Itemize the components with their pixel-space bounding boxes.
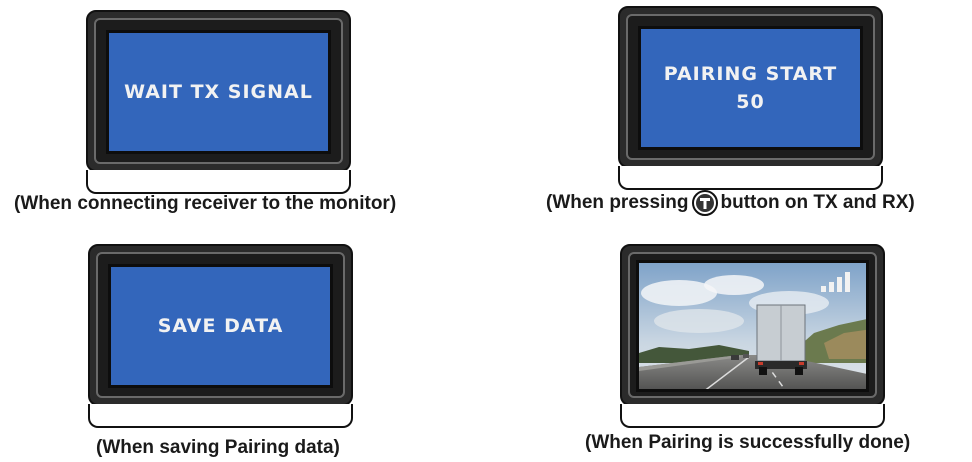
screen-text-line-1: PAIRING START bbox=[663, 63, 838, 85]
signal-strength-icon bbox=[821, 272, 850, 292]
highway-truck-camera-view bbox=[636, 260, 869, 392]
screen-text: WAIT TX SIGNAL bbox=[124, 81, 313, 103]
caption-pairing-start: (When pressing button on TX and RX) bbox=[546, 190, 915, 216]
highway-scene-image bbox=[639, 263, 866, 389]
monitor-chin bbox=[620, 404, 885, 428]
screen-text-line-2: 50 bbox=[736, 91, 765, 113]
caption-pairing-done: (When Pairing is successfully done) bbox=[585, 432, 911, 453]
monitor-panel-save-data: SAVE DATA bbox=[88, 244, 353, 428]
caption-save-data: (When saving Pairing data) bbox=[96, 437, 340, 458]
caption-text-after: button on TX and RX) bbox=[720, 192, 915, 214]
monitor-screen: WAIT TX SIGNAL bbox=[106, 30, 331, 154]
monitor-chin bbox=[88, 404, 353, 428]
monitor-panel-wait-signal: WAIT TX SIGNAL bbox=[86, 10, 351, 194]
monitor-chin bbox=[86, 170, 351, 194]
caption-text-before: (When pressing bbox=[546, 192, 689, 214]
monitor-screen: SAVE DATA bbox=[108, 264, 333, 388]
screen-text: SAVE DATA bbox=[157, 315, 284, 337]
monitor-panel-pairing-done bbox=[620, 244, 885, 428]
monitor-panel-pairing-start: PAIRING START 50 bbox=[618, 6, 883, 190]
monitor-screen: PAIRING START 50 bbox=[638, 26, 863, 150]
pairing-button-icon bbox=[691, 190, 718, 216]
caption-wait-signal: (When connecting receiver to the monitor… bbox=[14, 193, 397, 214]
monitor-chin bbox=[618, 166, 883, 190]
